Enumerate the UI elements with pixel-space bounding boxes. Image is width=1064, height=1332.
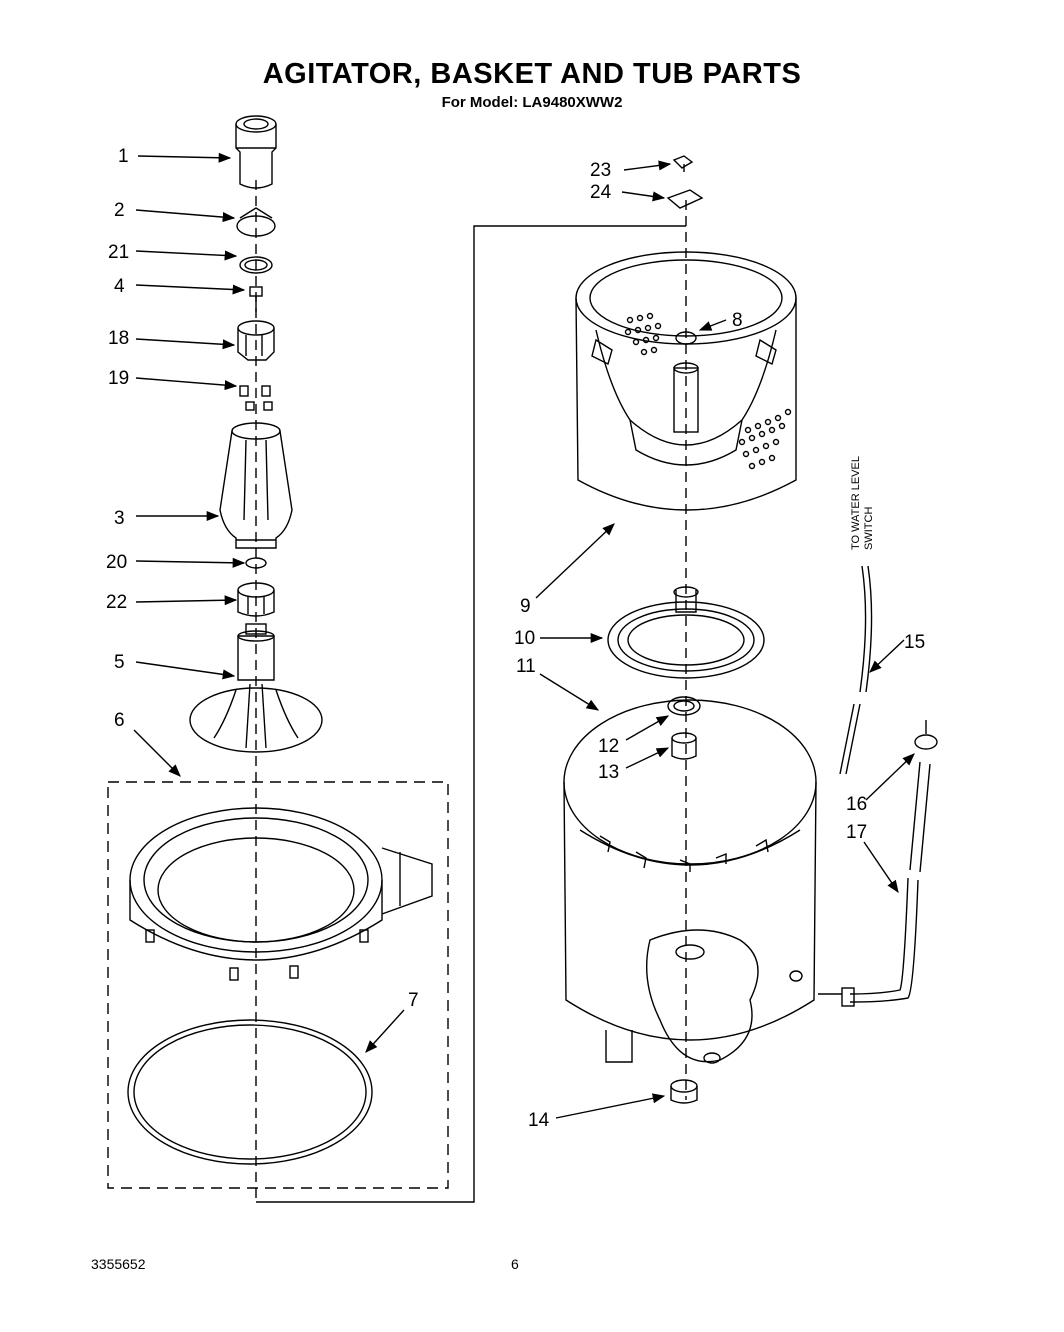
- subassembly-box: [107, 781, 449, 1189]
- document-number: 3355652: [91, 1256, 146, 1272]
- dog-ring-part: [237, 320, 275, 361]
- callout-24: 24: [590, 182, 612, 203]
- callout-3: 3: [114, 508, 125, 529]
- cam-part: [236, 207, 276, 237]
- agitator-base-part: [189, 623, 323, 753]
- drain-plug-part: [670, 1079, 698, 1104]
- callout-7: 7: [408, 990, 419, 1011]
- water-level-note: TO WATER LEVEL SWITCH: [850, 456, 876, 550]
- model-subtitle: For Model: LA9480XWW2: [441, 94, 623, 111]
- agitator-barrel-part: [219, 422, 293, 549]
- callout-14: 14: [528, 1110, 550, 1131]
- connector-line: [256, 225, 686, 1203]
- callout-6: 6: [114, 710, 125, 731]
- water-level-note-line2: SWITCH: [862, 506, 875, 550]
- bearing-part: [671, 732, 697, 760]
- basket-holes: [624, 312, 792, 470]
- page-number: 6: [511, 1256, 519, 1272]
- callout-16: 16: [846, 794, 867, 815]
- leader-arrows: [133, 152, 915, 1119]
- agitator-cap-part: [235, 115, 277, 189]
- callout-5: 5: [114, 652, 125, 673]
- nut-part: [672, 155, 694, 172]
- o-ring-part: [239, 256, 273, 274]
- washer-part: [245, 557, 267, 569]
- callout-8: 8: [732, 310, 743, 331]
- callout-4: 4: [114, 276, 125, 297]
- tub-part: [563, 699, 817, 1064]
- callout-22: 22: [106, 592, 127, 613]
- hub-part: [607, 586, 765, 679]
- water-level-note-line1: TO WATER LEVEL: [849, 456, 862, 550]
- hose-clamp-part: [914, 720, 938, 750]
- snubber-ring-part: [127, 1019, 373, 1165]
- callout-23: 23: [590, 160, 611, 181]
- drive-block-part: [666, 189, 704, 209]
- callout-17: 17: [846, 822, 867, 843]
- callout-18: 18: [108, 328, 129, 349]
- callout-15: 15: [904, 632, 925, 653]
- callout-12: 12: [598, 736, 619, 757]
- dogs-part: [239, 385, 273, 411]
- coupling-part: [237, 582, 275, 617]
- air-hose-part: [839, 565, 873, 775]
- callout-labels: 1 2 21 4 18 19 3 20 22 5 6 7 23 24 8 9 1…: [106, 146, 925, 1131]
- callout-11: 11: [516, 656, 536, 677]
- drain-hose-part: [818, 761, 931, 1007]
- callout-1: 1: [118, 146, 129, 167]
- callout-2: 2: [114, 200, 125, 221]
- callout-9: 9: [520, 596, 531, 617]
- tub-ring-part: [129, 807, 433, 981]
- callout-13: 13: [598, 762, 619, 783]
- bolt-part: [249, 286, 263, 312]
- callout-20: 20: [106, 552, 127, 573]
- callout-10: 10: [514, 628, 535, 649]
- seal-part: [667, 696, 701, 716]
- callout-21: 21: [108, 242, 129, 263]
- basket-part: [575, 251, 797, 511]
- page-title: AGITATOR, BASKET AND TUB PARTS: [262, 58, 802, 90]
- callout-19: 19: [108, 368, 129, 389]
